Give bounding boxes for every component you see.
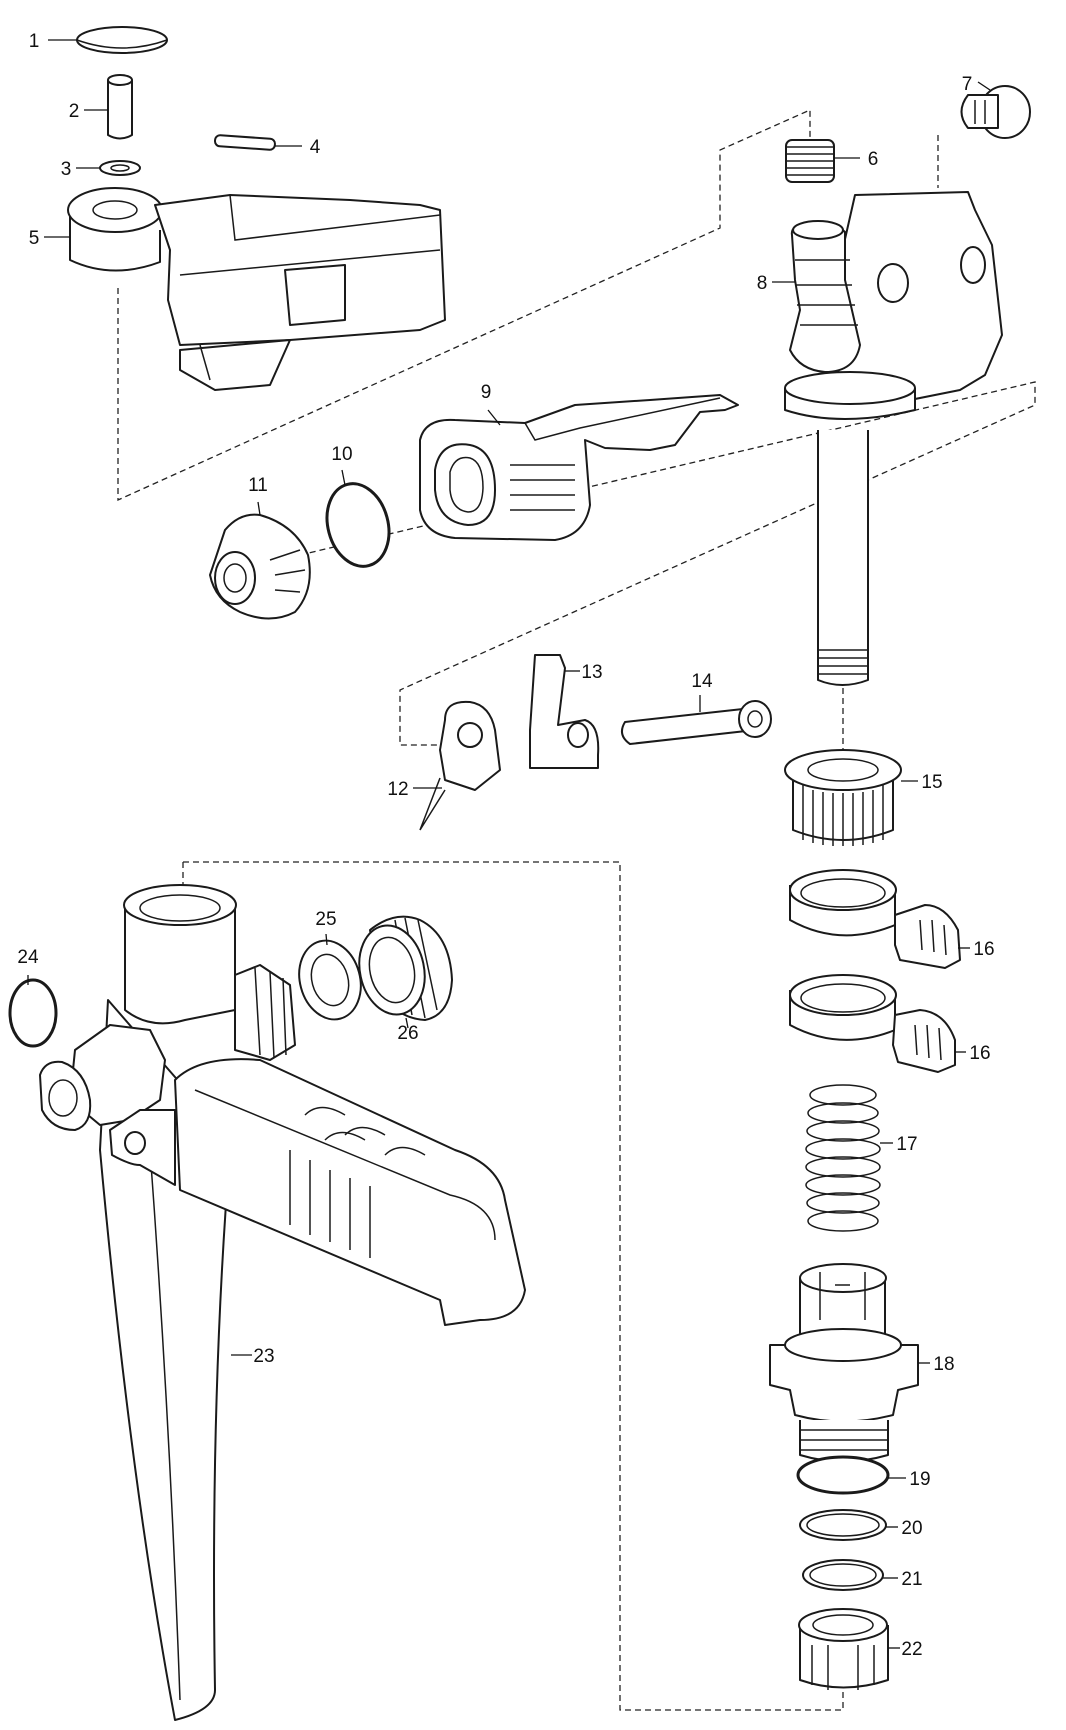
part-4-pin (213, 134, 276, 151)
callout-4: 4 (310, 137, 321, 158)
part-13-bracket (529, 654, 600, 769)
part-19-o-ring (796, 1455, 890, 1495)
part-26-threaded-cap (358, 915, 453, 1021)
part-21-washer (802, 1559, 884, 1591)
part-16-clamp-ring-upper (789, 869, 961, 969)
callout-14: 14 (691, 671, 713, 692)
callout-2: 2 (69, 101, 80, 122)
part-9-deflector-lever (419, 394, 739, 541)
part-14-axle-pin (620, 700, 772, 745)
callout-16b: 16 (969, 1043, 990, 1064)
part-8-nozzle-body (784, 191, 1003, 686)
part-24-o-ring (8, 978, 58, 1048)
callout-23: 23 (253, 1346, 274, 1367)
callout-10: 10 (331, 444, 352, 465)
callout-3: 3 (61, 159, 72, 180)
callout-17: 17 (896, 1134, 917, 1155)
callout-11: 11 (248, 475, 268, 496)
callout-22: 22 (901, 1639, 922, 1660)
part-3-washer (99, 160, 141, 176)
callout-25: 25 (315, 909, 336, 930)
callout-8: 8 (757, 273, 768, 294)
part-11-knob (209, 513, 311, 620)
callout-7: 7 (962, 74, 973, 95)
part-23-spike-base (39, 884, 526, 1721)
part-1-cap (76, 26, 168, 54)
callout-20: 20 (901, 1518, 922, 1539)
part-5-rocker-arm (67, 187, 446, 391)
part-6-spring (785, 139, 835, 183)
part-12-clip (419, 700, 501, 831)
part-17-spring (805, 1084, 881, 1232)
callout-12: 12 (387, 779, 408, 800)
callout-15: 15 (921, 772, 942, 793)
callout-16a: 16 (973, 939, 994, 960)
callout-labels: 1 2 3 4 5 6 7 8 9 10 11 12 13 14 15 16 1… (17, 31, 994, 1660)
callout-leaders (27, 39, 991, 1649)
callout-18: 18 (933, 1354, 954, 1375)
part-25-washer (298, 939, 362, 1021)
part-2-tube (107, 74, 133, 140)
callout-19: 19 (909, 1469, 930, 1490)
part-20-washer (799, 1509, 887, 1541)
part-10-o-ring (325, 482, 391, 568)
part-15-collar-nut (784, 749, 902, 846)
callout-1: 1 (29, 31, 40, 52)
assembly-guide-lines (117, 108, 1036, 1711)
callout-6: 6 (868, 149, 879, 170)
callout-9: 9 (481, 382, 492, 403)
part-22-hose-nut (798, 1608, 889, 1690)
part-18-connector (769, 1263, 919, 1463)
part-16-clamp-ring-lower (789, 974, 956, 1073)
callout-13: 13 (581, 662, 602, 683)
callout-5: 5 (29, 228, 40, 249)
callout-24: 24 (17, 947, 39, 968)
part-7-button (960, 85, 1031, 139)
callout-26: 26 (397, 1023, 418, 1044)
callout-21: 21 (901, 1569, 922, 1590)
